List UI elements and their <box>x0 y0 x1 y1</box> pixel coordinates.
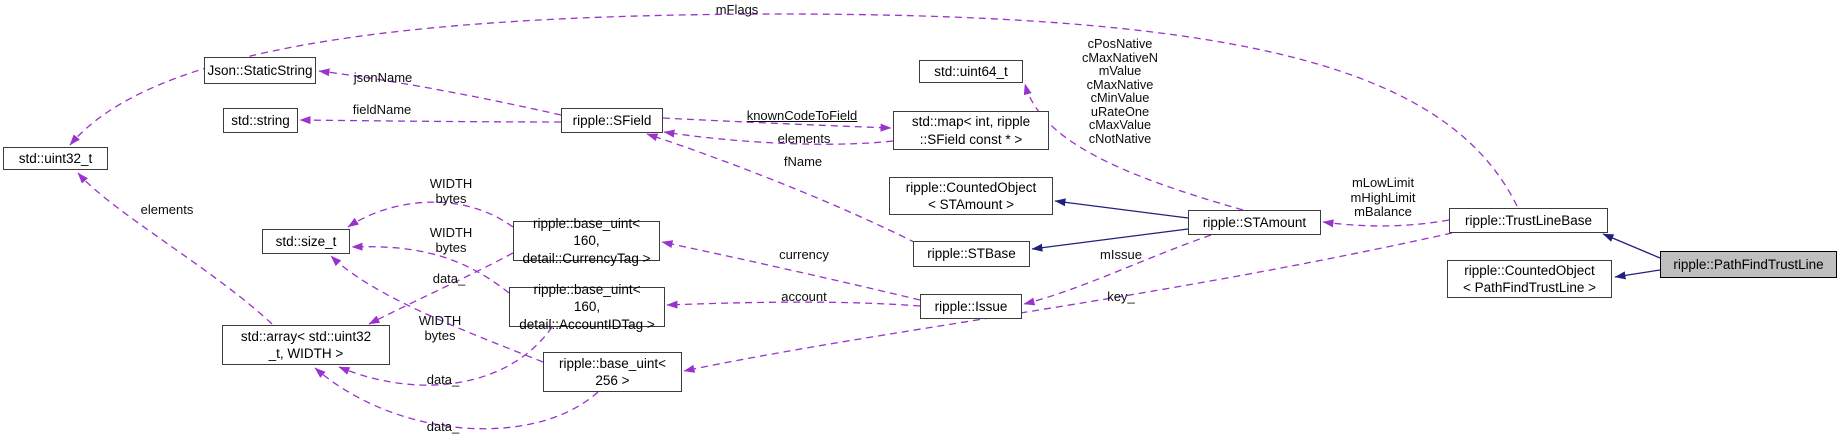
edge-fname <box>646 133 917 244</box>
edge-label-data-2: data_ <box>426 372 460 387</box>
edge-trustline-members <box>1322 219 1450 228</box>
edge-label-account: account <box>781 289 827 304</box>
edge-inherit-co-stamount <box>1054 198 1189 219</box>
edge-width-bytes-2 <box>351 242 510 294</box>
edge-label-elements-map: elements <box>777 131 831 146</box>
edge-label-width-bytes-1: WIDTH bytes <box>429 176 473 206</box>
node-ripple-issue[interactable]: ripple::Issue <box>920 294 1022 319</box>
edge-inherit-trustlinebase <box>1602 233 1661 259</box>
edge-label-missue: mIssue <box>1100 247 1142 262</box>
node-ripple-stamount[interactable]: ripple::STAmount <box>1188 210 1321 235</box>
edge-fieldname <box>299 116 562 125</box>
node-std-string[interactable]: std::string <box>223 108 298 133</box>
node-ripple-trustlinebase[interactable]: ripple::TrustLineBase <box>1449 208 1608 233</box>
edge-knowncodetofield <box>662 117 892 132</box>
edge-label-fieldname: fieldName <box>352 102 412 117</box>
node-std-array[interactable]: std::array< std::uint32 _t, WIDTH > <box>222 325 390 365</box>
edge-label-trustline-members: mLowLimit mHighLimit mBalance <box>1350 175 1416 219</box>
edge-inherit-stbase <box>1031 228 1189 252</box>
edge-label-width-bytes-2: WIDTH bytes <box>429 225 473 255</box>
node-std-uint64-t[interactable]: std::uint64_t <box>919 60 1023 83</box>
edge-label-data-1: data_ <box>432 271 466 286</box>
edge-label-key: key_ <box>1107 289 1135 304</box>
edge-data-2 <box>338 326 553 386</box>
node-ripple-sfield[interactable]: ripple::SField <box>561 108 663 133</box>
node-ripple-pathfindtrustline: ripple::PathFindTrustLine <box>1660 251 1837 278</box>
node-countedobject-stamount[interactable]: ripple::CountedObject < STAmount > <box>889 177 1053 215</box>
edge-key <box>683 232 1453 373</box>
edge-label-width-bytes-3: WIDTH bytes <box>418 313 462 343</box>
node-std-size-t[interactable]: std::size_t <box>262 229 350 254</box>
node-countedobject-pathfindtrustline[interactable]: ripple::CountedObject < PathFindTrustLin… <box>1447 260 1612 298</box>
edge-label-mflags: mFlags <box>715 2 759 17</box>
edge-elements-array <box>77 172 273 325</box>
edge-label-knowncodetofield: knownCodeToField <box>746 108 858 123</box>
node-base-uint-256[interactable]: ripple::base_uint< 256 > <box>543 352 682 392</box>
edge-label-fname: fName <box>783 154 823 169</box>
edge-account <box>666 300 921 309</box>
edge-width-bytes-1 <box>347 201 514 228</box>
edge-mflags <box>69 13 1518 207</box>
edge-label-elements-array: elements <box>140 202 194 217</box>
edge-jsonname <box>318 68 562 116</box>
node-std-uint32-t[interactable]: std::uint32_t <box>3 147 108 170</box>
edge-currency <box>661 240 921 301</box>
node-json-staticstring[interactable]: Json::StaticString <box>204 57 316 84</box>
node-std-map-sfield[interactable]: std::map< int, ripple ::SField const * > <box>893 111 1049 150</box>
edge-inherit-co-pftl <box>1614 269 1661 280</box>
edge-label-data-3: data_ <box>426 419 460 434</box>
edge-missue <box>1023 234 1212 306</box>
edge-label-currency: currency <box>779 247 829 262</box>
node-ripple-stbase[interactable]: ripple::STBase <box>913 241 1030 267</box>
node-base-uint-accountidtag[interactable]: ripple::base_uint< 160, detail::AccountI… <box>509 282 665 332</box>
edge-stamount-members <box>1023 83 1244 211</box>
edge-elements-map <box>663 129 894 145</box>
edge-label-jsonname: jsonName <box>353 70 413 85</box>
node-base-uint-currencytag[interactable]: ripple::base_uint< 160, detail::Currency… <box>513 216 660 266</box>
edge-label-stamount-members: cPosNative cMaxNativeN mValue cMaxNative… <box>1081 36 1159 146</box>
edge-data-1 <box>368 252 514 325</box>
